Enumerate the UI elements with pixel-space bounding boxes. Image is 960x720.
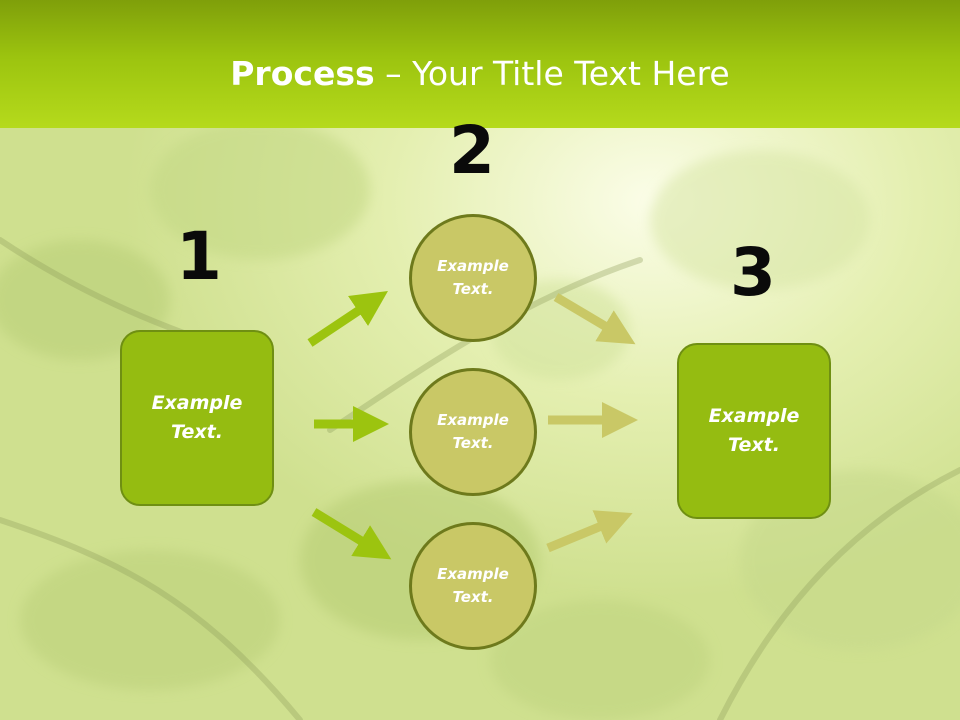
page-title: Process – Your Title Text Here — [0, 52, 960, 96]
step-circle-1: Example Text. — [409, 214, 537, 342]
step-number-3: 3 — [730, 234, 776, 311]
arrow-circle3-to-box3 — [546, 510, 633, 553]
step-circle-3-text: Example Text. — [437, 565, 509, 606]
step-box-3: Example Text. — [677, 343, 831, 519]
arrow-circle1-to-box3 — [553, 293, 636, 345]
step-circle-2: Example Text. — [409, 368, 537, 496]
step-number-2: 2 — [449, 112, 495, 189]
step-box-1-text: Example Text. — [151, 392, 243, 443]
step-circle-2-text: Example Text. — [437, 411, 509, 452]
step-number-1: 1 — [176, 218, 222, 295]
step-circle-1-text: Example Text. — [437, 257, 509, 298]
step-box-3-text: Example Text. — [708, 405, 800, 456]
title-rest: – Your Title Text Here — [374, 54, 730, 93]
title-banner — [0, 0, 960, 128]
title-bold: Process — [230, 54, 375, 93]
step-circle-3: Example Text. — [409, 522, 537, 650]
step-box-1: Example Text. — [120, 330, 274, 506]
arrow-box1-to-circle3 — [311, 508, 392, 560]
arrow-box1-to-circle1 — [307, 291, 388, 347]
